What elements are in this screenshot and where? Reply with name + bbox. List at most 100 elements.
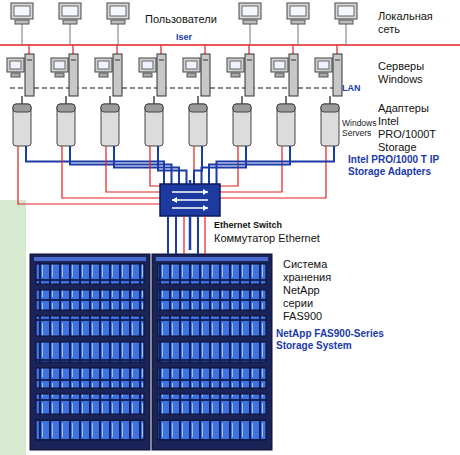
node-text: Коммутатор Ethernet <box>214 232 320 245</box>
adapter-link <box>241 96 243 104</box>
background-band <box>0 200 26 455</box>
server-stand <box>231 73 240 77</box>
text-label: Пользователи <box>145 13 217 26</box>
server-stand <box>187 73 196 77</box>
pc-cable <box>346 24 347 45</box>
cabinet-header <box>156 257 268 261</box>
pc-monitor <box>287 3 309 19</box>
server-tower <box>201 54 210 96</box>
drive-shelf <box>36 368 144 388</box>
server-drive <box>247 60 252 61</box>
network-connector <box>189 216 192 250</box>
server-screen <box>274 61 285 69</box>
lan-drop <box>204 45 205 54</box>
storage-wire <box>197 216 199 254</box>
server-tower <box>289 54 298 96</box>
node-text: NetApp FAS900-Series Storage System <box>276 328 402 352</box>
server-drive <box>335 60 340 61</box>
drive-shelf <box>158 290 266 310</box>
server-monitor <box>51 58 68 72</box>
server-drive <box>203 60 208 61</box>
blue-wire <box>70 146 172 184</box>
lan-line <box>0 44 460 46</box>
server-monitor <box>271 58 288 72</box>
adapter-link <box>153 96 155 104</box>
lan-drop <box>160 45 161 54</box>
blue-wire <box>158 146 187 184</box>
adapter-link <box>65 96 67 104</box>
node-text: Адаптеры Intel PRO/1000T Storage <box>378 102 450 154</box>
ethernet-switch: Ethernet SwitchКоммутатор Ethernet <box>160 184 220 216</box>
server-drive <box>291 60 296 61</box>
node-text: Серверы Windows <box>378 60 450 86</box>
drive-shelf <box>36 342 144 362</box>
drive-shelf <box>36 394 144 414</box>
server-monitor <box>315 58 332 72</box>
server-group: Серверы Windows <box>8 50 454 100</box>
pc-base <box>15 20 29 24</box>
storage-adapter <box>321 104 339 146</box>
storage-wire <box>167 216 169 254</box>
storage-adapter <box>277 104 295 146</box>
adapter-link <box>285 96 287 104</box>
blue-wire <box>217 146 335 184</box>
storage-adapter <box>189 104 207 146</box>
adapter-group: Адаптеры Intel PRO/1000T StorageIntel PR… <box>8 100 456 180</box>
drive-shelf <box>36 290 144 310</box>
server-monitor <box>7 58 24 72</box>
storage-cabinet <box>30 254 150 450</box>
network-connector <box>189 180 192 184</box>
server-stand <box>319 73 328 77</box>
server-stand <box>99 73 108 77</box>
storage-adapter <box>57 104 75 146</box>
pc-cable <box>70 24 71 45</box>
storage-wire <box>204 216 205 254</box>
server-tower <box>157 54 166 96</box>
cabinet-header <box>34 257 146 261</box>
server-tower <box>113 54 122 96</box>
pc-base <box>63 20 77 24</box>
storage-system: Система хранения NetApp серии FAS900NetA… <box>28 250 428 452</box>
red-wire <box>18 146 160 204</box>
node-text: Ethernet Switch <box>214 220 282 231</box>
drive-shelf <box>158 394 266 414</box>
pc-screen <box>242 6 258 16</box>
server-drive <box>27 60 32 61</box>
drive-shelf <box>158 316 266 336</box>
storage-wire <box>175 216 177 254</box>
server-screen <box>10 61 21 69</box>
server-monitor <box>139 58 156 72</box>
adapter-link <box>109 96 111 104</box>
pc-monitor <box>59 3 81 19</box>
lan-drop <box>28 45 29 54</box>
server-monitor <box>227 58 244 72</box>
pc-screen <box>14 6 30 16</box>
server-tower <box>245 54 254 96</box>
pc-base <box>111 20 125 24</box>
pc-base <box>291 20 305 24</box>
server-screen <box>54 61 65 69</box>
red-wire <box>220 146 282 192</box>
switch-arrowhead <box>203 189 208 195</box>
lan-drop <box>72 45 73 54</box>
storage-adapter <box>233 104 251 146</box>
storage-adapter <box>13 104 31 146</box>
adapter-top <box>13 104 31 112</box>
storage-wire <box>183 216 184 254</box>
server-stand <box>11 73 20 77</box>
storage-adapter <box>101 104 119 146</box>
switch-arrowhead <box>172 197 177 203</box>
text-label: LAN <box>342 83 361 94</box>
server-tower <box>333 54 342 96</box>
server-screen <box>230 61 241 69</box>
switch-arrowhead <box>203 205 208 211</box>
pc-screen <box>62 6 78 16</box>
server-drive <box>159 60 164 61</box>
adapter-top <box>145 104 163 112</box>
drive-shelf <box>158 342 266 362</box>
pc-cable <box>298 24 299 45</box>
adapter-link <box>329 96 331 104</box>
pc-monitor <box>107 3 129 19</box>
server-tower <box>25 54 34 96</box>
drive-shelf <box>36 316 144 336</box>
